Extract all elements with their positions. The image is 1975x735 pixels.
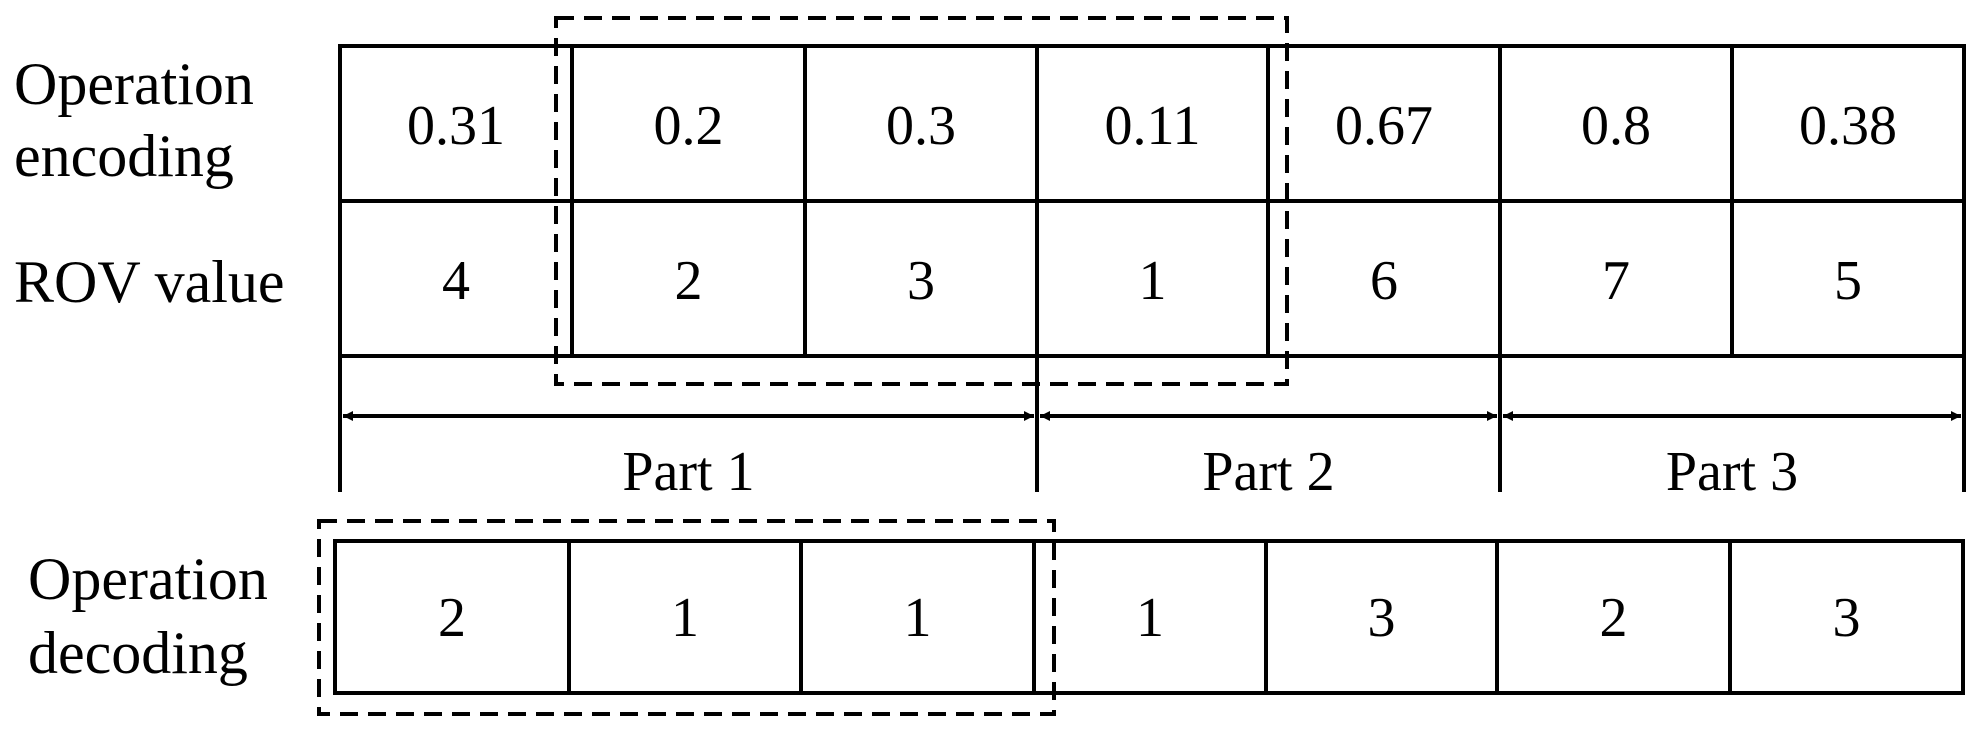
decoding-cell-value: 1 [671,587,699,649]
rov-cell-value: 4 [442,250,470,312]
encoding-cell-value: 0.31 [407,95,505,157]
encoding-cell-value: 0.2 [654,95,724,157]
decoding-cell-value: 2 [1600,587,1628,649]
part-label: Part 2 [1202,441,1334,503]
encoding-cell-value: 0.8 [1581,95,1651,157]
rov-cell-value: 1 [1139,250,1167,312]
operation-encoding-label-line1: Operation [14,51,254,117]
rov-cell-value: 3 [907,250,935,312]
part-label: Part 1 [622,441,754,503]
rov-value-label: ROV value [14,249,285,315]
highlight-box-decoding [317,519,1056,716]
encoding-cell-value: 0.67 [1335,95,1433,157]
decoding-cell-value: 3 [1833,587,1861,649]
decoding-cell-value: 3 [1368,587,1396,649]
highlight-box-encoding [554,16,1289,386]
rov-cell-value: 5 [1834,250,1862,312]
decoding-table-border [333,539,1965,695]
rov-cell-value: 2 [675,250,703,312]
encoding-cell-value: 0.38 [1799,95,1897,157]
decoding-cell-value: 1 [1136,587,1164,649]
encoding-cell-value: 0.11 [1105,95,1201,157]
operation-decoding-label-line1: Operation [28,546,268,612]
operation-encoding-label-line2: encoding [14,123,234,189]
rov-cell-value: 6 [1370,250,1398,312]
decoding-cell-value: 1 [904,587,932,649]
decoding-cell-value: 2 [438,587,466,649]
encoding-cell-value: 0.3 [886,95,956,157]
rov-cell-value: 7 [1602,250,1630,312]
part-label: Part 3 [1666,441,1798,503]
operation-decoding-label-line2: decoding [28,620,248,686]
